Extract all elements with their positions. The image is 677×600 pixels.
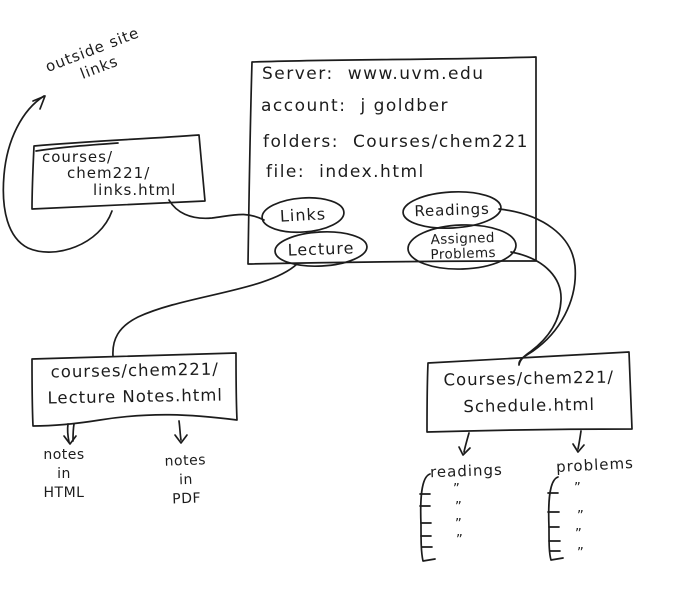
assigned-problems-oval-label: Assigned Problems — [430, 230, 497, 264]
links-oval-label: Links — [279, 204, 327, 226]
links-page-box-outline — [31, 134, 206, 210]
schedule-path-label: Courses/chem221/ Schedule.html — [432, 363, 627, 420]
schedule-box-outline — [426, 351, 633, 433]
account-value: j goldber — [360, 96, 450, 116]
file-row: file: index.html — [266, 162, 425, 182]
lecture-oval-label: Lecture — [287, 238, 355, 260]
file-label: file: — [266, 162, 306, 182]
folders-label: folders: — [263, 132, 339, 152]
problems-list-bracket — [547, 476, 564, 561]
readings-oval — [402, 190, 502, 230]
folders-value: Courses/chem221 — [352, 132, 529, 152]
problems-ditto-3: ” — [575, 527, 582, 542]
file-value: index.html — [319, 162, 425, 182]
links-page-path-line3: links.html — [93, 181, 177, 199]
readings-ditto-3: ” — [455, 517, 462, 532]
lecture-notes-box-outline — [31, 352, 238, 427]
assigned-line2: Problems — [430, 244, 497, 264]
outside-links-arrow — [2, 95, 113, 253]
account-label: account: — [261, 96, 347, 116]
notes-in-html-label: notes in HTML — [43, 447, 85, 501]
readings-list-label: readings — [429, 460, 504, 482]
lecture-notes-line1: courses/chem221/ — [50, 359, 219, 382]
folders-row: folders: Courses/chem221 — [263, 132, 529, 152]
notes-pdf-arrow — [174, 420, 188, 444]
readings-ditto-2: ” — [455, 500, 462, 515]
server-value: www.uvm.edu — [347, 64, 485, 84]
connector-assigned-to-schedule — [510, 251, 562, 366]
account-row: account: j goldber — [261, 96, 449, 116]
server-label: Server: — [262, 64, 334, 84]
lecture-notes-line2: Lecture Notes.html — [47, 385, 224, 408]
links-page-box-redraw-stroke — [35, 142, 119, 152]
assigned-problems-oval — [407, 224, 517, 270]
links-page-path-line2: chem221/ — [67, 164, 151, 182]
readings-list-bracket — [419, 473, 436, 562]
readings-oval-label: Readings — [414, 199, 490, 221]
readings-ditto-1: ” — [453, 482, 460, 497]
readings-ditto-4: ” — [456, 533, 463, 548]
problems-arrow — [572, 430, 585, 453]
schedule-line1: Courses/chem221/ — [443, 367, 615, 390]
connector-links-to-links-page — [168, 199, 265, 221]
problems-ditto-4: ” — [577, 546, 584, 561]
notes-html-arrow — [63, 423, 77, 445]
outside-links-arrowhead — [32, 95, 46, 110]
server-row: Server: www.uvm.edu — [262, 64, 485, 84]
problems-ditto-1: ” — [574, 481, 581, 496]
readings-arrow — [458, 432, 471, 456]
lecture-oval — [274, 231, 368, 267]
lecture-notes-path-label: courses/chem221/ Lecture Notes.html — [36, 356, 235, 411]
connector-lecture-to-notes — [112, 263, 298, 357]
links-page-path-line1: courses/ — [42, 148, 114, 166]
links-oval — [261, 196, 345, 234]
schedule-line2: Schedule.html — [463, 394, 596, 417]
connector-readings-to-schedule — [498, 208, 577, 365]
notes-in-pdf-label: notes in PDF — [164, 452, 207, 508]
problems-ditto-2: ” — [577, 509, 584, 524]
